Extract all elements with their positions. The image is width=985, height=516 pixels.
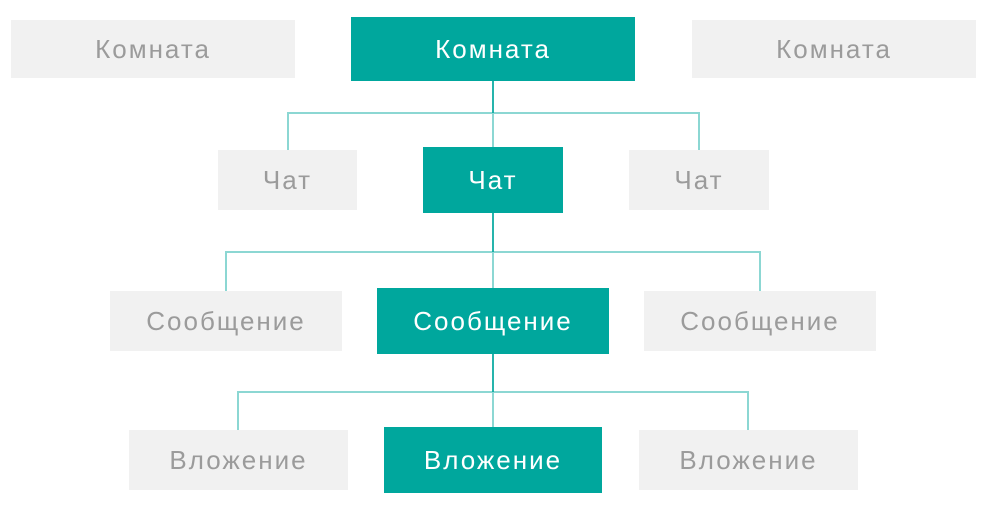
node-attachment-right: Вложение bbox=[639, 430, 858, 490]
connector-chat-drop-left bbox=[225, 253, 227, 291]
connector-message-drop-right bbox=[747, 393, 749, 430]
connector-room-drop-right bbox=[698, 114, 700, 150]
connector-chat-drop-right bbox=[759, 253, 761, 291]
node-attachment-active: Вложение bbox=[384, 427, 602, 493]
connector-chat-horizontal bbox=[225, 251, 761, 253]
connector-room-drop-left bbox=[287, 114, 289, 150]
node-message-right: Сообщение bbox=[644, 291, 876, 351]
connector-chat-stem bbox=[492, 213, 494, 252]
connector-message-drop-center bbox=[492, 393, 494, 427]
node-room-active: Комната bbox=[351, 17, 635, 81]
node-message-left: Сообщение bbox=[110, 291, 342, 351]
node-room-right: Комната bbox=[692, 20, 976, 78]
connector-room-stem bbox=[492, 81, 494, 113]
node-message-active: Сообщение bbox=[377, 288, 609, 354]
node-room-left: Комната bbox=[11, 20, 295, 78]
node-chat-left: Чат bbox=[218, 150, 357, 210]
node-chat-active: Чат bbox=[423, 147, 563, 213]
connector-room-horizontal bbox=[287, 112, 700, 114]
connector-room-drop-center bbox=[492, 114, 494, 147]
connector-chat-drop-center bbox=[492, 253, 494, 288]
connector-message-drop-left bbox=[237, 393, 239, 430]
node-chat-right: Чат bbox=[629, 150, 769, 210]
node-attachment-left: Вложение bbox=[129, 430, 348, 490]
connector-message-stem bbox=[492, 354, 494, 392]
connector-message-horizontal bbox=[237, 391, 749, 393]
